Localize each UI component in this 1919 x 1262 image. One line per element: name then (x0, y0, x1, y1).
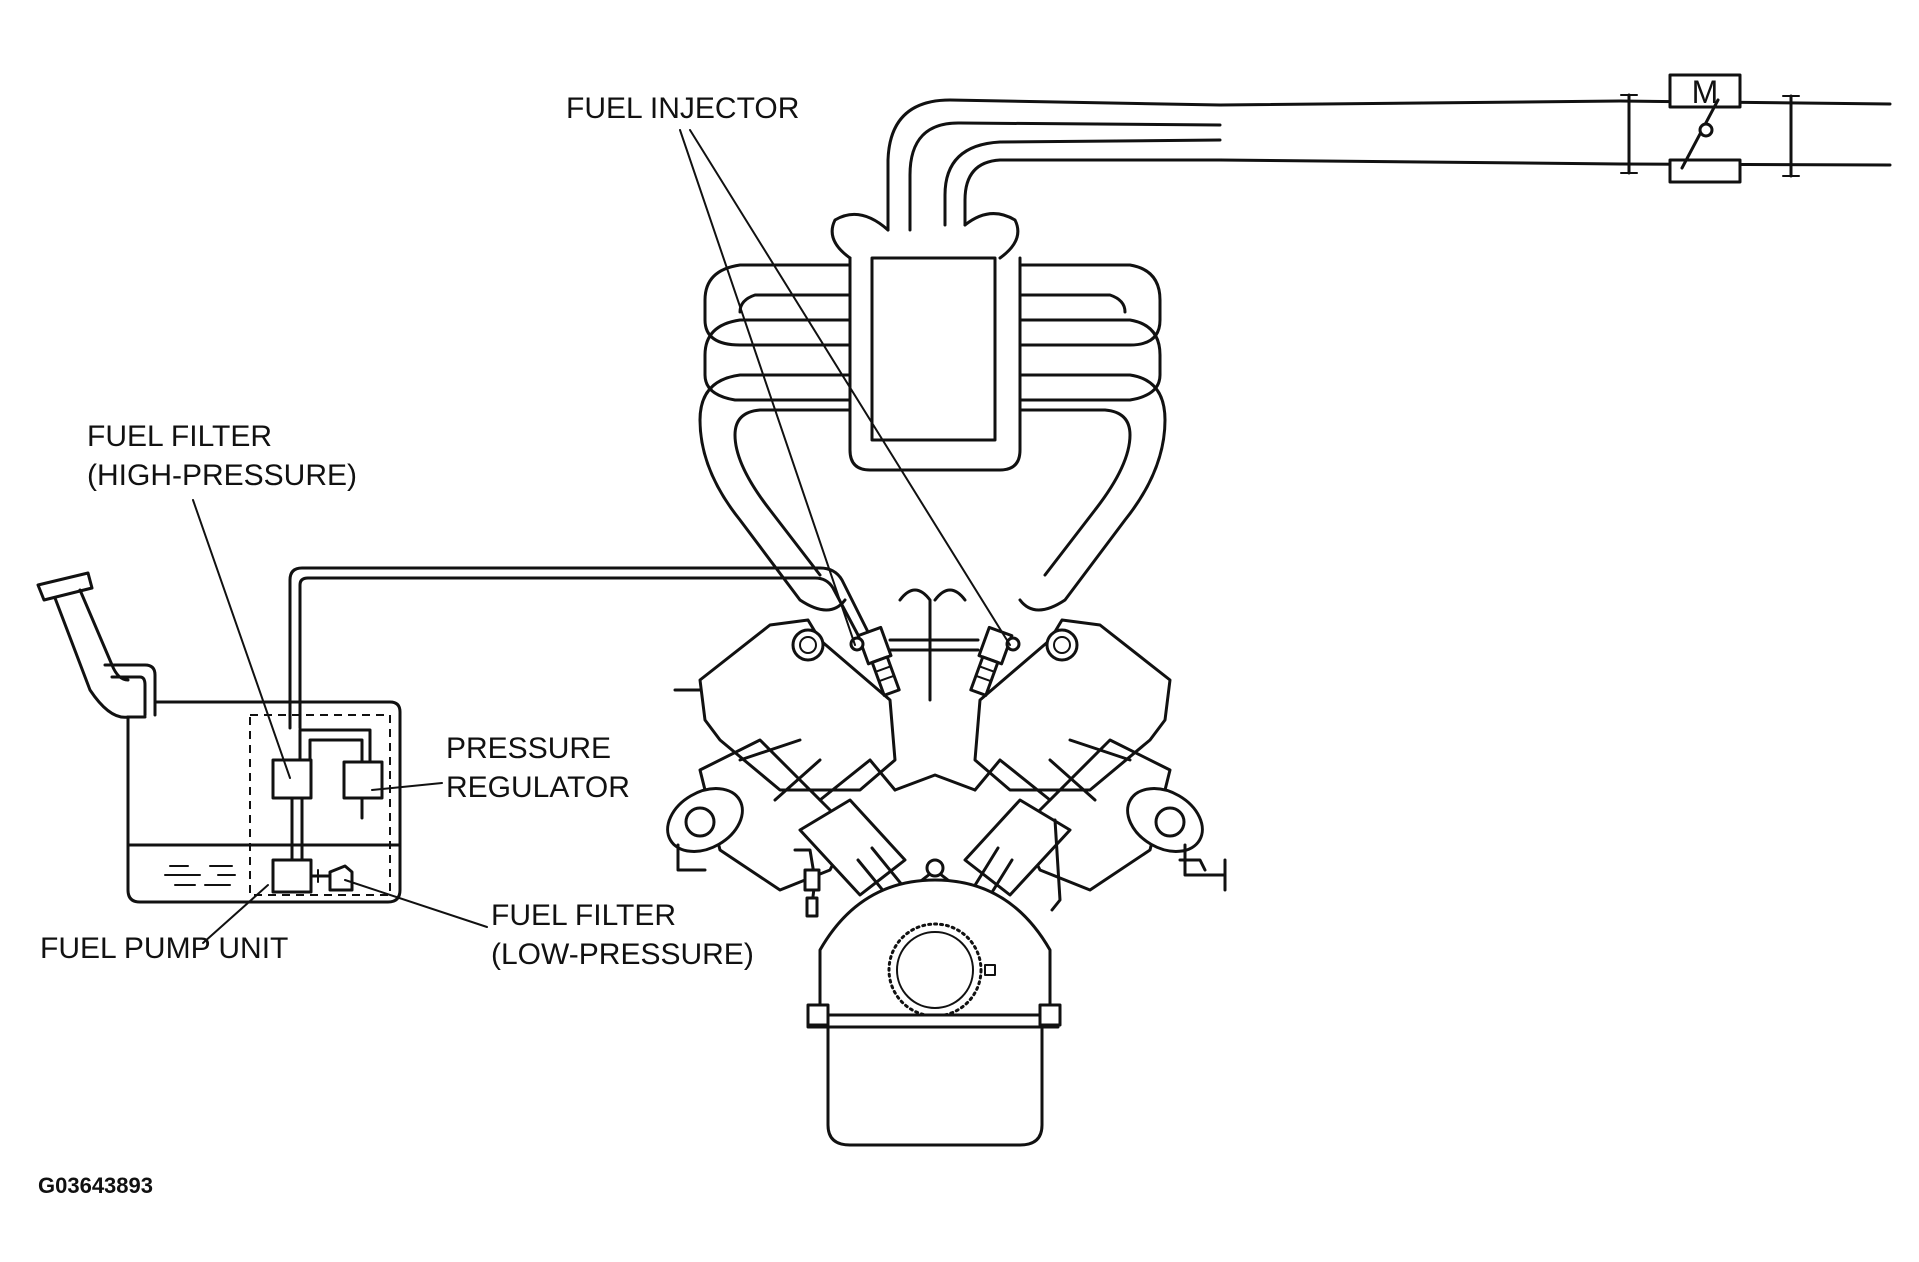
callout-labels: FUEL INJECTOR FUEL FILTER (HIGH-PRESSURE… (38, 92, 799, 1198)
engine-block (666, 618, 1227, 1147)
fuel-filter-high-label-line1: FUEL FILTER (87, 420, 272, 453)
fuel-filter-high-label-line2: (HIGH-PRESSURE) (87, 459, 357, 492)
throttle-body: M (1218, 73, 1892, 184)
figure-code: G03643893 (38, 1173, 153, 1198)
fuel-supply-line (288, 566, 870, 730)
pressure-regulator-label-line2: REGULATOR (446, 771, 630, 804)
fuel-filter-low-label-line1: FUEL FILTER (491, 899, 676, 932)
pressure-regulator-label-line1: PRESSURE (446, 732, 611, 765)
motor-label: M (1692, 74, 1719, 110)
intake-manifold (698, 98, 1222, 702)
fuel-filter-low-label-line2: (LOW-PRESSURE) (491, 938, 754, 971)
fuel-pump-unit-label: FUEL PUMP UNIT (40, 932, 288, 965)
left-fuel-injector (856, 625, 901, 697)
fuel-tank (36, 571, 402, 904)
fuel-injector-label: FUEL INJECTOR (566, 92, 799, 125)
leader-lines (192, 129, 1011, 944)
